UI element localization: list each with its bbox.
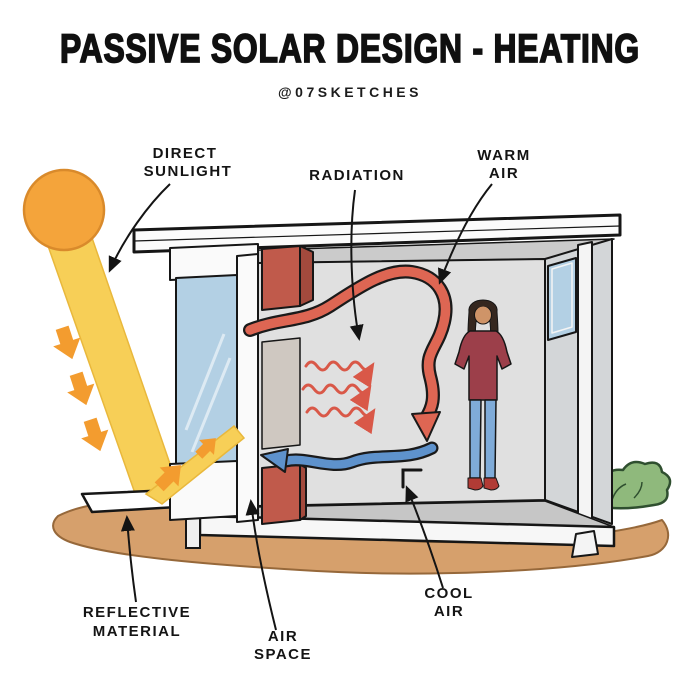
leader-reflective-material (120, 515, 137, 603)
sunbeam (46, 231, 179, 500)
thermal-wall-top (261, 245, 301, 311)
sun-icon (22, 168, 106, 252)
left-window (169, 243, 259, 523)
label-cool-air-2: AIR (434, 603, 464, 620)
leader-cool-air (405, 485, 444, 589)
label-reflective-material: REFLECTIVE (83, 604, 191, 621)
person-face (474, 305, 492, 325)
cool-air-arrowhead (260, 448, 289, 473)
leader-air-space (245, 499, 277, 631)
leader-radiation (349, 189, 364, 341)
thermal-wall-bottom-side (299, 463, 307, 521)
label-direct-sunlight-2: SUNLIGHT (144, 163, 233, 180)
label-radiation: RADIATION (309, 167, 405, 184)
person-figure (454, 299, 512, 491)
credit-handle: @07SKETCHES (278, 84, 422, 100)
label-warm-air-2: AIR (489, 165, 519, 182)
label-reflective-material-2: MATERIAL (93, 623, 181, 640)
label-cool-air: COOL (424, 585, 473, 602)
person-shoes (467, 477, 500, 491)
label-air-space-2: SPACE (254, 646, 312, 663)
thermal-mass-wall (261, 245, 314, 525)
thermal-wall-bottom (261, 463, 301, 525)
warm-air-arrowhead (411, 411, 441, 442)
label-air-space: AIR (268, 628, 298, 645)
radiation-waves (301, 360, 376, 435)
thermal-wall-top-side (299, 245, 314, 307)
warm-air-flow (243, 264, 453, 442)
floor-corner-mark (401, 468, 423, 489)
thermal-wall-middle (261, 337, 301, 450)
cool-air-flow (260, 441, 439, 473)
leader-direct-sunlight (108, 183, 171, 273)
person-top (454, 330, 512, 401)
window-column (236, 253, 259, 523)
annotations: DIRECT SUNLIGHT RADIATION WARM AIR REFLE… (83, 145, 531, 663)
leader-warm-air (438, 183, 493, 285)
right-window (547, 257, 577, 341)
page-title: PASSIVE SOLAR DESIGN - HEATING (60, 27, 640, 71)
label-direct-sunlight: DIRECT (153, 145, 218, 162)
label-warm-air: WARM (477, 147, 531, 164)
right-footing (571, 530, 599, 558)
right-post (577, 241, 593, 535)
